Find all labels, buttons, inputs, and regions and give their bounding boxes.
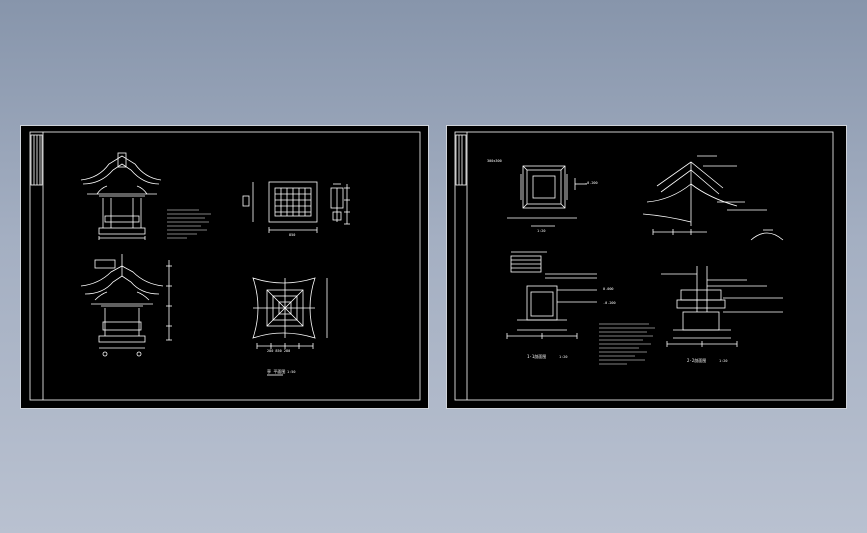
detail-elevation: -0.200 bbox=[585, 181, 598, 185]
column-base-detail bbox=[507, 165, 587, 227]
title-strip bbox=[455, 134, 467, 186]
section-2-detail bbox=[661, 266, 783, 347]
detail-column bbox=[330, 183, 350, 225]
section-1-title: 1-1剖面图 bbox=[527, 353, 546, 359]
plan-title: 亭 平面图 bbox=[267, 368, 285, 374]
detail-label: 300x300 bbox=[487, 159, 502, 163]
section-2-title: 2-2剖面图 bbox=[687, 357, 706, 363]
plan-scale: 1:50 bbox=[287, 370, 295, 374]
base-dims: 850 bbox=[289, 233, 295, 237]
level-b: -0.200 bbox=[603, 301, 616, 305]
notes-block bbox=[599, 323, 655, 365]
sheet-frame bbox=[454, 131, 834, 401]
title-strip bbox=[30, 134, 43, 186]
floor-plan bbox=[242, 181, 318, 233]
detail-scale: 1:20 bbox=[537, 229, 545, 233]
eave-detail bbox=[642, 155, 784, 241]
section-2-scale: 1:20 bbox=[719, 359, 727, 363]
section-1-scale: 1:20 bbox=[559, 355, 567, 359]
section-1-detail bbox=[506, 251, 597, 339]
pavilion-elevation-upper bbox=[80, 152, 162, 240]
drawing-sheet-left: 280 850 280 850 亭 平面图 1:50 bbox=[20, 125, 429, 409]
pavilion-elevation-lower bbox=[80, 254, 172, 357]
drawing-sheet-right: 300x300 -0.200 1:20 0.000 -0.200 1-1剖面图 … bbox=[446, 125, 847, 409]
sheet-frame bbox=[29, 131, 421, 401]
roof-plan-dims: 280 850 280 bbox=[267, 349, 290, 353]
right-sheet-drawing: 300x300 -0.200 1:20 0.000 -0.200 1-1剖面图 … bbox=[454, 131, 834, 401]
roof-plan bbox=[252, 277, 328, 349]
level-a: 0.000 bbox=[603, 287, 614, 291]
left-sheet-drawing: 280 850 280 850 亭 平面图 1:50 bbox=[29, 131, 421, 401]
